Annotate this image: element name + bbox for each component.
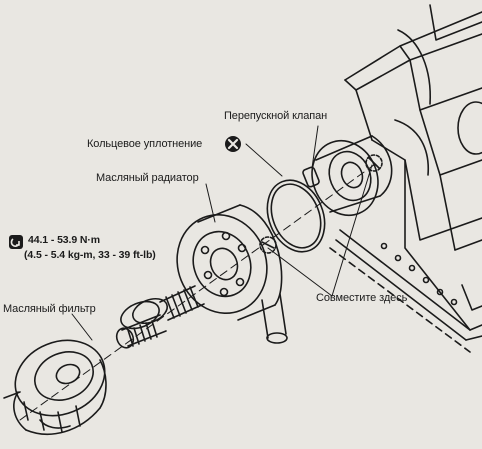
torque-spec-line1: 44.1 - 53.9 N·m [28,234,101,246]
torque-wrench-icon [9,235,23,249]
bypass-valve-label: Перепускной клапан [224,110,328,122]
oil-filter-label: Масляный фильтр [3,303,96,315]
alignment-axis [19,161,379,421]
torque-spec-line2: (4.5 - 5.4 kg-m, 33 - 39 ft-lb) [24,249,156,261]
align-here-label: Совместите здесь [316,292,408,304]
leader-lines [71,143,373,341]
circled-x-icon [225,136,241,152]
connector-stud [115,285,205,349]
mounting-boss [311,135,393,217]
oil-cooler-body [176,204,288,344]
bypass-valve [302,125,320,188]
o-ring [266,179,326,253]
oil-filter [3,339,107,435]
o-ring-label: Кольцевое уплотнение [87,138,203,150]
oil-cooler-label: Масляный радиатор [96,172,199,184]
oil-pan-flange [329,229,482,353]
engine-block [344,4,482,331]
